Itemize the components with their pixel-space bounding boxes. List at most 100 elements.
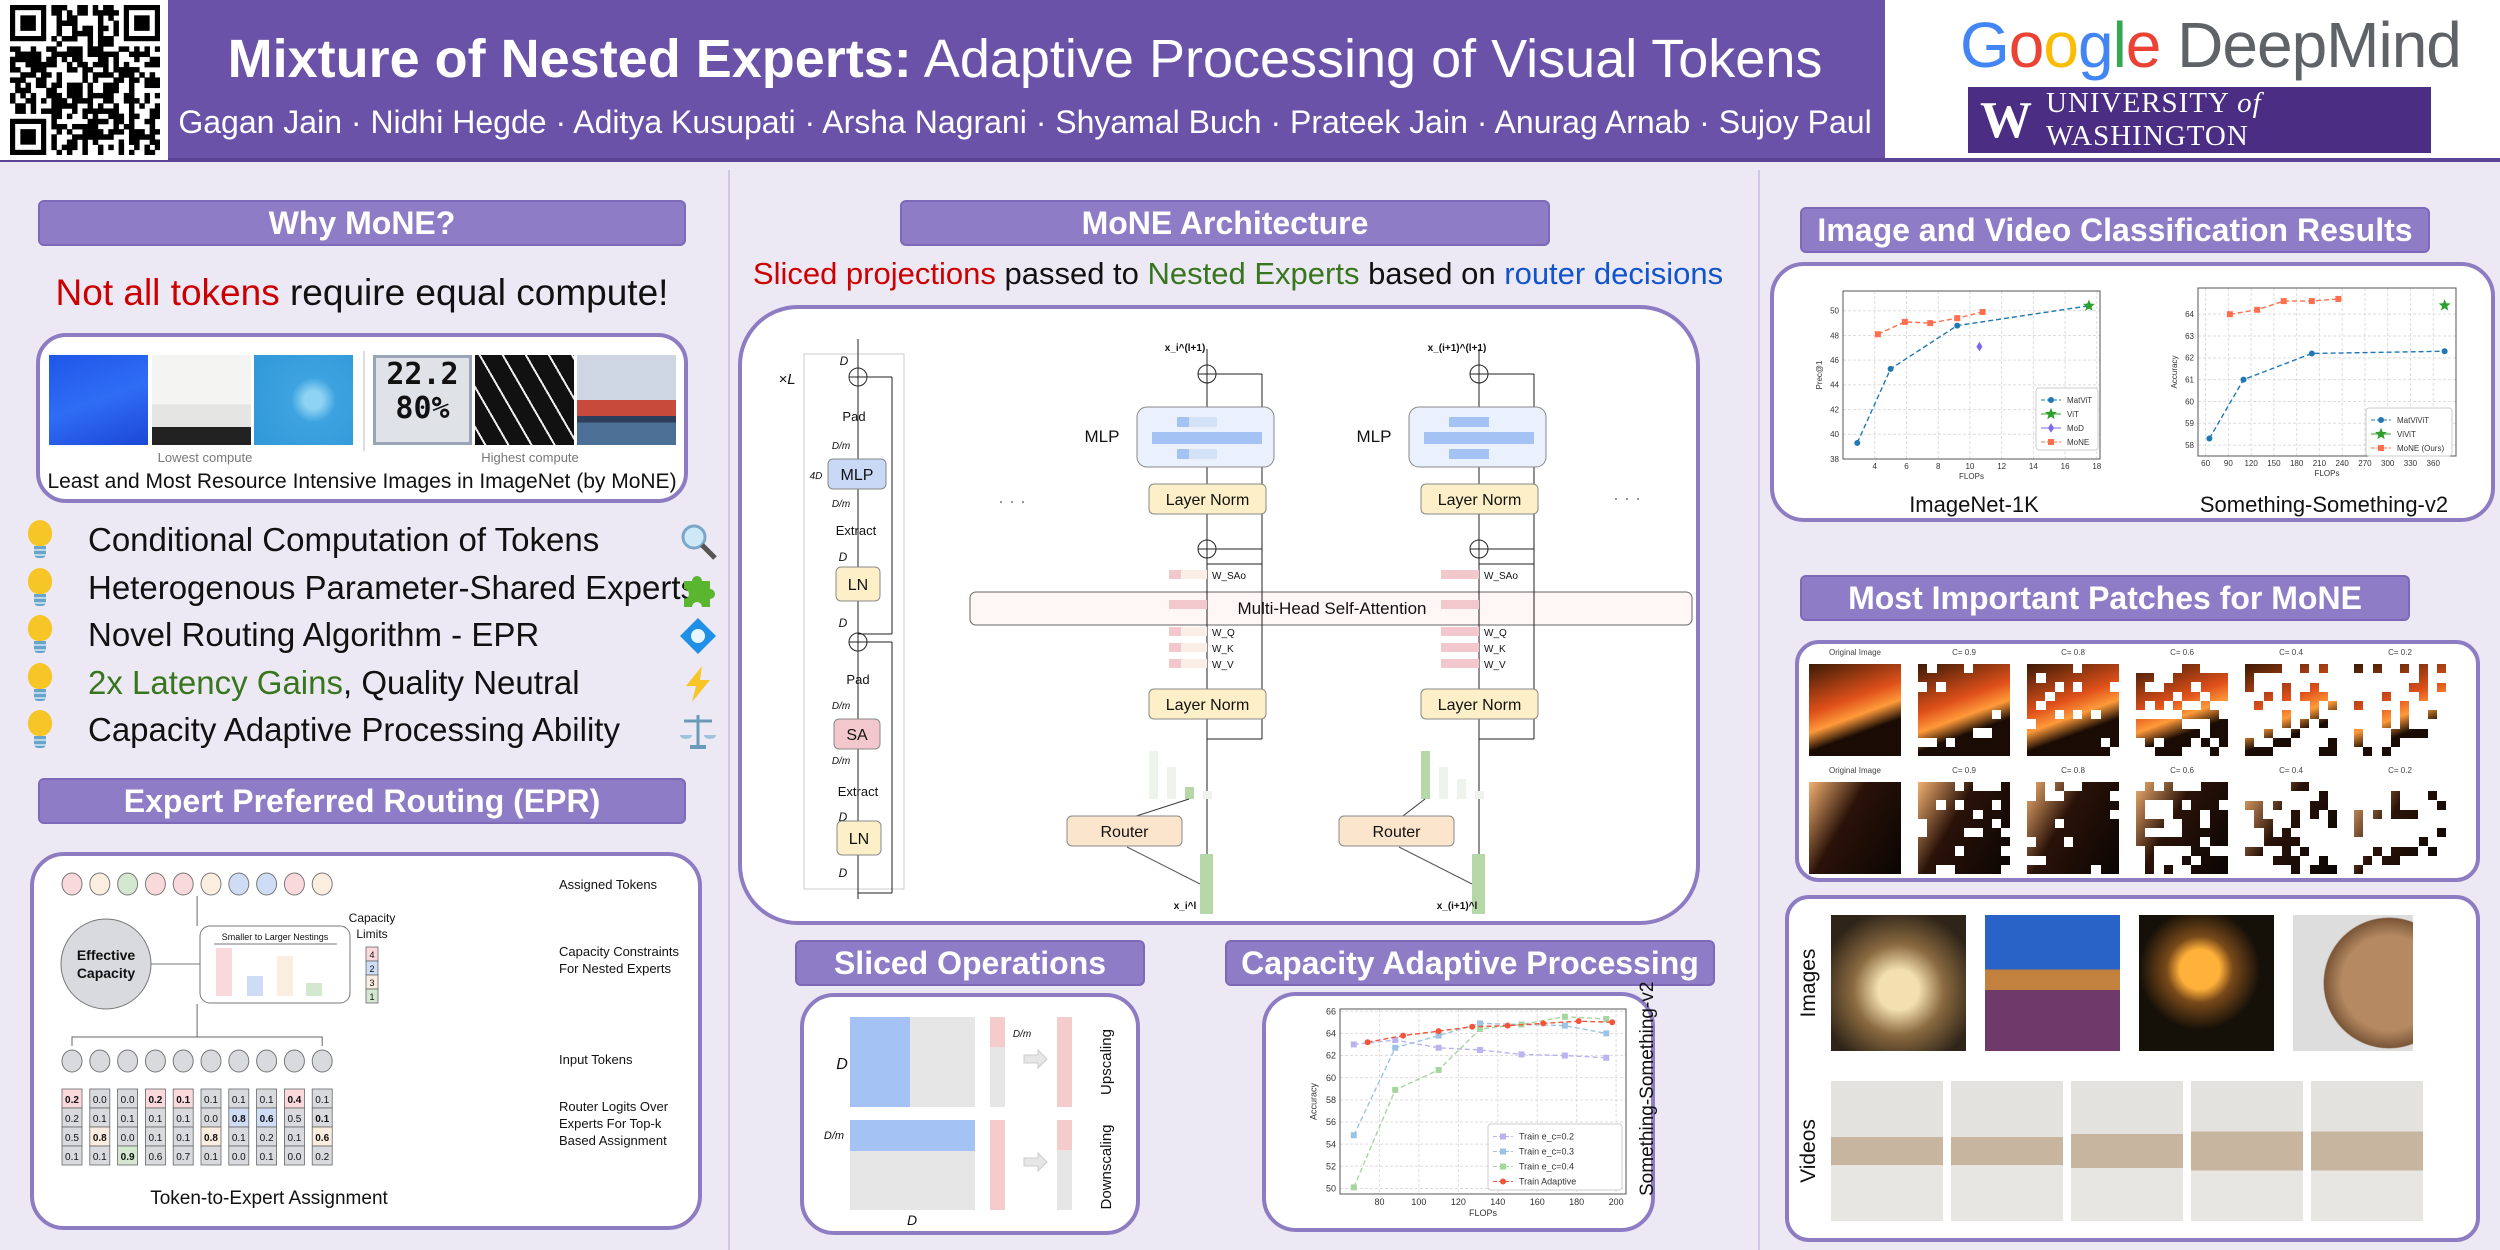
logit-value: 0.2 xyxy=(148,1095,162,1106)
capacity-limit-value: 4 xyxy=(369,950,374,960)
video-frame[interactable] xyxy=(2071,1081,2183,1221)
qr-module xyxy=(149,113,156,120)
dropped-patch xyxy=(2163,664,2173,674)
dropped-patch xyxy=(2263,737,2273,747)
image-lamp[interactable] xyxy=(2139,915,2274,1051)
extract-label: Extract xyxy=(836,523,877,538)
video-frame[interactable] xyxy=(1831,1081,1943,1221)
qr-module xyxy=(61,123,68,130)
dropped-patch xyxy=(2427,855,2437,865)
data-point xyxy=(1561,1013,1568,1020)
dropped-patch xyxy=(2000,846,2010,856)
dropped-patch xyxy=(2218,846,2228,856)
video-frame[interactable] xyxy=(2311,1081,2423,1221)
dim-label: D xyxy=(836,1056,848,1073)
qr-module xyxy=(134,46,140,52)
qr-module xyxy=(87,129,94,135)
image-basketball[interactable] xyxy=(1985,915,2120,1051)
qr-module xyxy=(87,123,94,130)
dropped-patch xyxy=(2263,809,2273,819)
qr-module xyxy=(72,82,78,89)
block-frame xyxy=(803,353,905,890)
uw-logo: W UNIVERSITY of WASHINGTON xyxy=(1968,87,2431,153)
qr-module xyxy=(144,46,150,52)
logit-value: 0.1 xyxy=(315,1114,329,1125)
data-point xyxy=(2254,306,2261,313)
dropped-patch xyxy=(1954,782,1965,792)
x-tick-label: 100 xyxy=(1411,1197,1426,1207)
layer-norm-block xyxy=(1148,688,1267,720)
logit-value: 0.1 xyxy=(232,1095,246,1106)
qr-module xyxy=(35,61,42,68)
video-frame[interactable] xyxy=(1951,1081,2063,1221)
qr-module xyxy=(51,118,57,125)
dropped-patch xyxy=(2191,782,2201,792)
weight-slice xyxy=(1441,570,1479,579)
qr-module xyxy=(97,41,104,47)
dropped-patch xyxy=(2245,791,2255,801)
qr-module xyxy=(134,139,140,145)
dropped-patch xyxy=(2409,864,2419,874)
dropped-patch xyxy=(2409,791,2419,801)
image-coin[interactable] xyxy=(2293,915,2413,1051)
capacity-limits-label: Limits xyxy=(356,927,387,941)
qr-module xyxy=(134,98,140,104)
qr-module xyxy=(72,15,78,21)
data-point xyxy=(1364,1039,1371,1046)
dropped-patch xyxy=(2281,864,2292,874)
qr-code[interactable] xyxy=(0,0,168,160)
image-lantern[interactable] xyxy=(1831,915,1966,1051)
patch-label: C= 0.9 xyxy=(1952,648,1976,657)
dropped-patch xyxy=(2027,855,2037,865)
dropped-patch xyxy=(1964,828,1974,838)
dropped-patch xyxy=(2245,864,2255,874)
y-tick-label: 48 xyxy=(1830,331,1839,340)
x-tick-label: 210 xyxy=(2313,459,2327,468)
assigned-token xyxy=(228,872,250,896)
dropped-patch xyxy=(2254,837,2264,847)
qr-module xyxy=(92,92,99,99)
dropped-patch xyxy=(2291,710,2301,720)
dropped-patch xyxy=(2318,737,2328,747)
qr-module xyxy=(56,98,63,104)
video-frame[interactable] xyxy=(2191,1081,2303,1221)
qr-module xyxy=(113,87,119,94)
google-deepmind-logo: Google DeepMind xyxy=(1960,8,2462,82)
qr-module xyxy=(118,67,125,73)
qr-module xyxy=(66,113,73,120)
logit-cell xyxy=(200,1145,222,1166)
dropped-patch xyxy=(2200,809,2210,819)
data-point xyxy=(2438,299,2451,311)
dropped-patch xyxy=(2436,691,2446,701)
qr-module xyxy=(134,129,140,135)
qr-module xyxy=(66,10,73,16)
legend xyxy=(2035,387,2099,451)
dropped-patch xyxy=(2381,846,2391,856)
y-tick-label: 60 xyxy=(2185,397,2194,406)
data-point xyxy=(2378,445,2384,451)
input-token-label: x_i^l xyxy=(1174,901,1197,912)
dropped-patch xyxy=(2354,837,2364,847)
dropped-patch xyxy=(2418,828,2428,838)
dropped-patch xyxy=(2218,700,2228,711)
patches-heading: Most Important Patches for MoNE xyxy=(1800,575,2410,621)
logit-value: 0.6 xyxy=(260,1114,274,1125)
qr-module xyxy=(97,10,104,16)
qr-module xyxy=(10,67,16,73)
dropped-patch xyxy=(2281,800,2292,810)
qr-module xyxy=(108,10,114,16)
qr-module xyxy=(87,103,94,109)
architecture-subtitle: Sliced projections passed to Nested Expe… xyxy=(738,256,1738,292)
dropped-patch xyxy=(2318,728,2328,738)
qr-module xyxy=(35,51,42,58)
dropped-patch xyxy=(2363,864,2373,874)
qr-module xyxy=(123,46,130,52)
qr-module xyxy=(30,92,37,99)
dropped-patch xyxy=(2418,700,2428,711)
qr-module xyxy=(15,103,21,109)
qr-module xyxy=(154,139,160,145)
dropped-patch xyxy=(2272,719,2282,729)
dropped-patch xyxy=(2045,782,2055,792)
dropped-patch xyxy=(2291,719,2301,729)
y-tick-label: 62 xyxy=(2185,354,2194,363)
